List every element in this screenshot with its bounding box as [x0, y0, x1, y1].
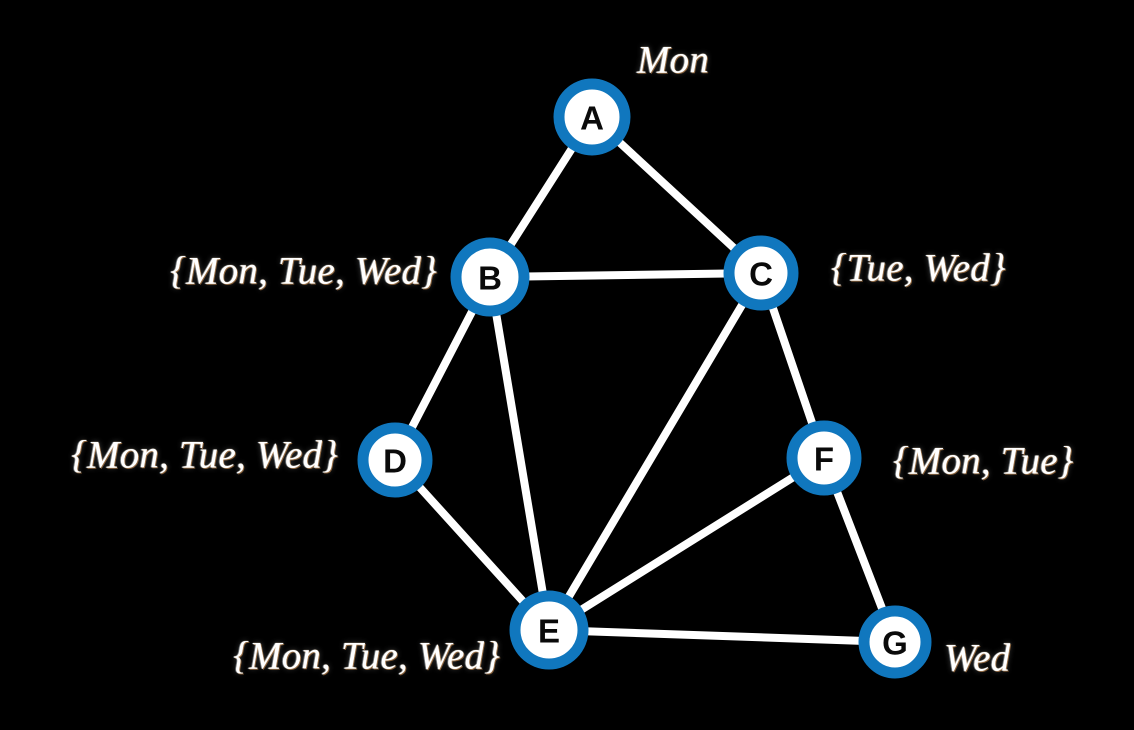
node-circle-d: [357, 422, 433, 498]
domain-label-a: Mon: [636, 38, 710, 82]
graph-edge-b-e: [486, 273, 553, 634]
graph-node-c[interactable]: C: [723, 235, 799, 311]
domain-label-d: {Mon, Tue, Wed}: [71, 433, 338, 477]
graph-edge-b-c: [486, 269, 765, 281]
graph-node-g[interactable]: G: [858, 605, 932, 679]
node-letter-b: B: [478, 260, 502, 297]
node-circle-e: [509, 590, 589, 670]
edges-group: [391, 113, 899, 646]
graph-node-b[interactable]: B: [450, 237, 530, 317]
node-letter-a: A: [580, 100, 604, 137]
graph-edge-e-f: [545, 454, 828, 634]
domain-label-c: {Tue, Wed}: [831, 246, 1006, 290]
node-letter-f: F: [814, 441, 834, 478]
node-circle-g: [858, 605, 932, 679]
domain-label-g: Wed: [944, 636, 1011, 680]
node-circle-b: [450, 237, 530, 317]
node-circle-a: [553, 78, 631, 156]
node-letter-e: E: [538, 613, 560, 650]
node-letter-g: G: [882, 625, 908, 662]
graph-edge-c-e: [545, 269, 765, 634]
node-circle-f: [786, 420, 862, 496]
domain-label-f: {Mon, Tue}: [893, 439, 1074, 483]
graph-node-e[interactable]: E: [509, 590, 589, 670]
graph-node-d[interactable]: D: [357, 422, 433, 498]
domain-label-e: {Mon, Tue, Wed}: [233, 634, 500, 678]
nodes-group: A B C D E F G: [357, 78, 932, 679]
graph-edge-e-g: [545, 626, 899, 646]
node-letter-d: D: [383, 443, 407, 480]
graph-node-a[interactable]: A: [553, 78, 631, 156]
node-circle-c: [723, 235, 799, 311]
node-letter-c: C: [749, 256, 773, 293]
domain-label-b: {Mon, Tue, Wed}: [170, 249, 437, 293]
graph-node-f[interactable]: F: [786, 420, 862, 496]
